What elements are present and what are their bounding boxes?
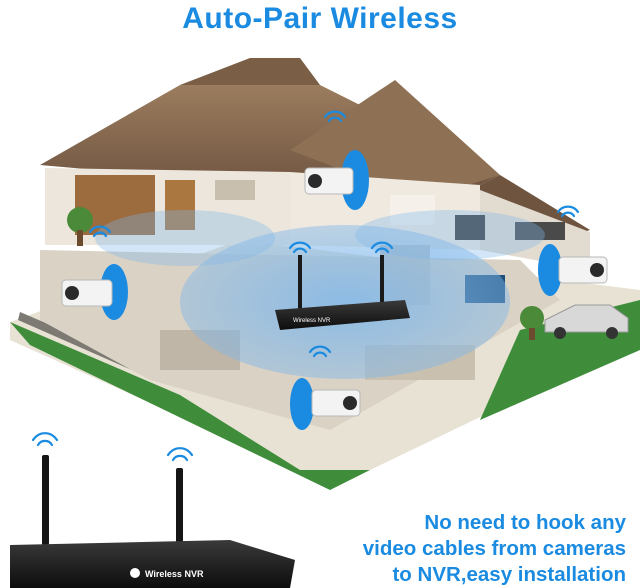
caption-line-3: to NVR,easy installation: [392, 563, 626, 586]
caption-line-1: No need to hook any: [424, 511, 626, 534]
nvr-icon: Wireless NVR: [275, 255, 410, 330]
wifi-icon: [31, 110, 580, 462]
nvr-label: Wireless NVR: [145, 569, 204, 579]
nvr-small-label: Wireless NVR: [293, 318, 331, 324]
caption-line-2: video cables from cameras: [362, 537, 626, 560]
caption: No need to hook any video cables from ca…: [296, 510, 626, 588]
wifi-coverage-area: [180, 225, 510, 379]
car-icon: [544, 304, 629, 339]
nvr-device: Wireless NVR: [10, 455, 295, 588]
tree-icon: [67, 207, 544, 340]
camera-icon: [61, 150, 608, 430]
headline: Auto-Pair Wireless: [182, 2, 458, 35]
